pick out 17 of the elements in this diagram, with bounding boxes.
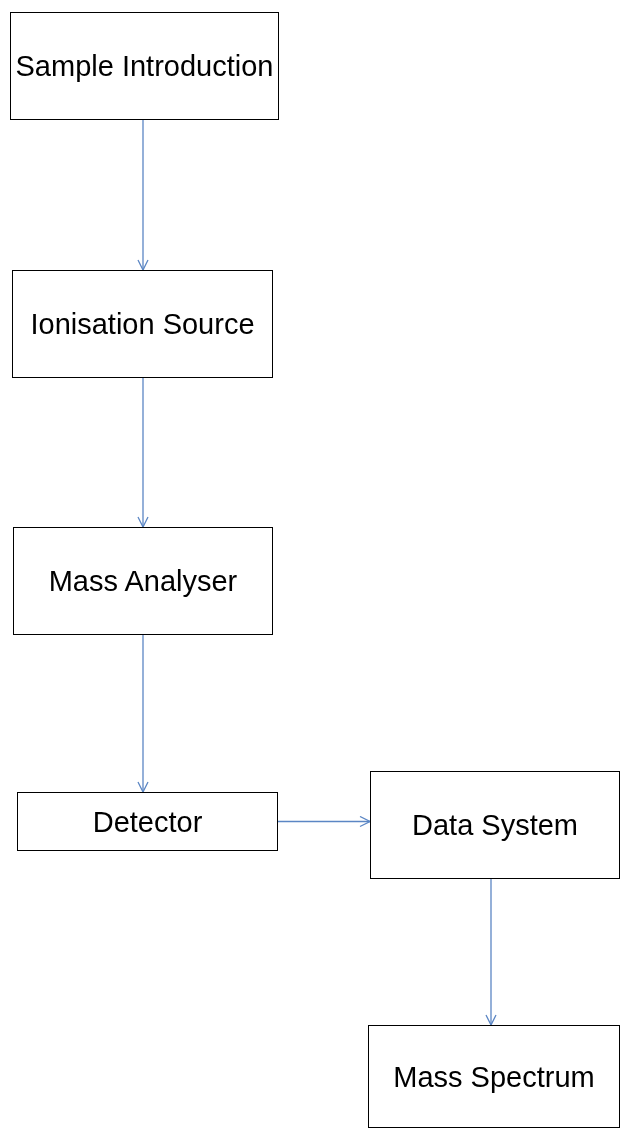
process-box	[17, 792, 278, 851]
box-label: Sample Introduction	[15, 49, 274, 84]
box-label: Mass Spectrum	[393, 1059, 595, 1095]
process-box	[370, 771, 620, 879]
arrow	[277, 815, 371, 828]
process-box	[368, 1025, 620, 1128]
process-box	[12, 270, 273, 378]
arrow	[137, 119, 149, 271]
box-label: Detector	[92, 804, 203, 840]
box-label: Ionisation Source	[30, 307, 255, 342]
process-box	[13, 527, 273, 635]
box-label: Mass Analyser	[48, 564, 238, 599]
box-label: Data System	[412, 808, 578, 843]
arrow	[485, 878, 497, 1026]
arrow	[137, 377, 149, 528]
process-box	[10, 12, 279, 120]
arrow	[137, 634, 149, 793]
